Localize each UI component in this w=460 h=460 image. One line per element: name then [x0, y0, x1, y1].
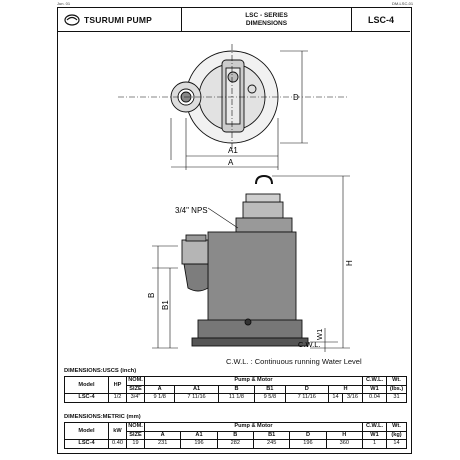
table-row: LSC-4 1/2 3/4" 9 1/8 7 11/16 11 1/8 9 5/…: [64, 393, 407, 403]
nps-label: 3/4" NPS: [175, 206, 208, 215]
metric-title: DIMENSIONS:METRIC (mm): [64, 414, 141, 420]
side-view-dimensions: [152, 175, 350, 352]
brand-name: TSURUMI PUMP: [84, 14, 153, 25]
d-label: D: [293, 93, 299, 102]
table-header-row: Model HP NOM. Pump & Motor C.W.L. Wt.: [64, 376, 407, 394]
series-title: LSC - SERIES: [245, 11, 288, 19]
cwl-note: C.W.L. : Continuous running Water Level: [226, 357, 362, 366]
table-header-row: SIZE A A1 B B1 D H W1 (kg): [65, 430, 407, 440]
pump-side-view: [181, 174, 309, 347]
table-row: LSC-4 0.40 19 231 196 282 245 196 360 1 …: [64, 439, 407, 449]
brand-cell: TSURUMI PUMP: [58, 8, 182, 31]
h-label: H: [345, 260, 354, 266]
series-subtitle: DIMENSIONS: [245, 19, 288, 27]
title-block: TSURUMI PUMP LSC - SERIES DIMENSIONS LSC…: [58, 8, 410, 32]
b-label: B: [147, 293, 156, 298]
w1-label: W1: [315, 329, 324, 340]
model-title: LSC-4: [367, 14, 394, 25]
top-view-dimensions: [118, 44, 348, 170]
tsurumi-logo-icon: [64, 13, 80, 26]
a-label: A: [228, 158, 234, 167]
pump-dimension-drawing: A1 A D: [118, 44, 354, 352]
series-cell: LSC - SERIES DIMENSIONS: [182, 8, 352, 31]
uscs-table: Model HP NOM. Pump & Motor C.W.L. Wt. SI…: [64, 376, 407, 403]
b1-label: B1: [161, 300, 170, 310]
uscs-title: DIMENSIONS:USCS (inch): [64, 368, 137, 374]
date-code: Jun. 01: [57, 1, 71, 6]
metric-table: Model kW NOM. Pump & Motor C.W.L. Wt. SI…: [64, 422, 407, 449]
dimension-sheet: TSURUMI PUMP LSC - SERIES DIMENSIONS LSC…: [57, 7, 412, 454]
model-cell: LSC-4: [352, 8, 410, 31]
a1-label: A1: [228, 146, 238, 155]
document-code: DM-LSC-01: [392, 1, 414, 6]
table-header-row: Model kW NOM. Pump & Motor C.W.L. Wt.: [64, 422, 407, 440]
cwl-label: C.W.L.: [298, 340, 321, 349]
